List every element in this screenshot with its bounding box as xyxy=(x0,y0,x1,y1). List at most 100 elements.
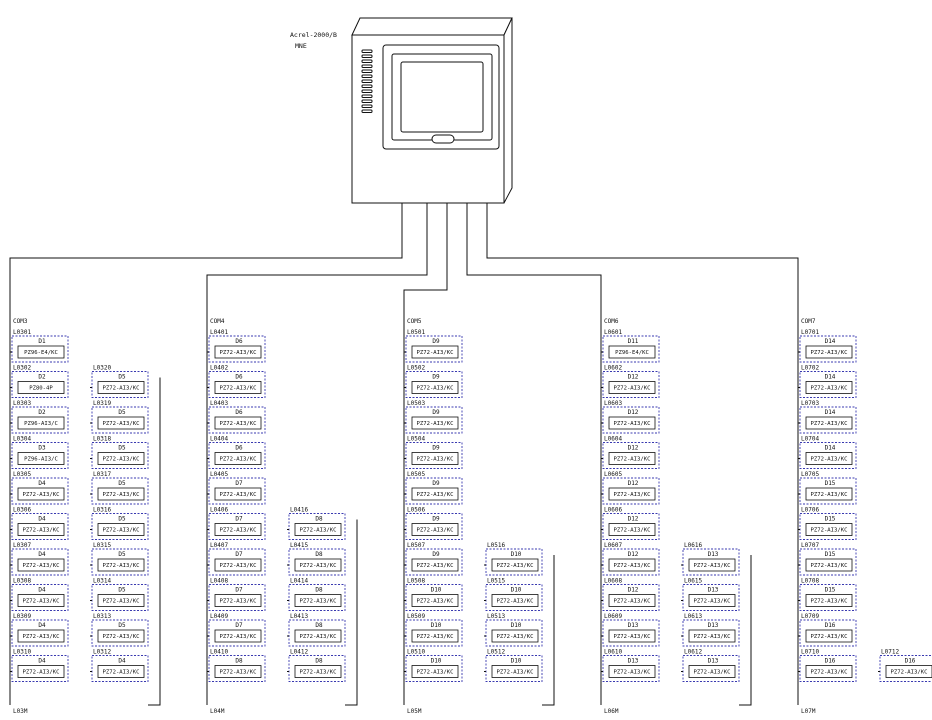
device-model: PZ72-AI3/KC xyxy=(219,670,256,676)
device-box xyxy=(294,665,342,678)
bus-port-label: COM6 xyxy=(604,318,619,325)
loop-id: L0416 xyxy=(290,507,308,514)
device-box xyxy=(17,452,65,465)
bus-group: COM7L0701D14PZ72-AI3/KCL0702D14PZ72-AI3/… xyxy=(798,318,932,715)
device-model: PZ72-AI3/KC xyxy=(22,599,59,605)
device-box xyxy=(608,594,656,607)
device-box xyxy=(688,594,736,607)
device-group-box xyxy=(208,655,266,682)
device-group-box xyxy=(405,619,463,647)
device-box xyxy=(491,629,539,643)
loop-id: L0407 xyxy=(210,542,228,549)
device-id: D9 xyxy=(432,409,440,416)
bus-group: COM6L0601D11PZ96-E4/KCL0602D12PZ72-AI3/K… xyxy=(601,318,752,715)
device-group-box xyxy=(602,548,660,576)
device-id: D9 xyxy=(432,374,440,381)
loop-id: L0309 xyxy=(13,613,31,620)
device-model: PZ72-AI3/KC xyxy=(219,492,256,498)
device-box xyxy=(214,594,262,607)
device-box xyxy=(608,345,656,359)
device-id: D4 xyxy=(38,480,46,487)
device-group-box xyxy=(11,335,69,363)
device-model: PZ72-AI3/KC xyxy=(810,457,847,463)
device-box xyxy=(805,523,853,536)
device-id: D12 xyxy=(628,551,639,558)
device-model: PZ80-4P xyxy=(29,386,53,392)
device-model: PZ72-AI3/KC xyxy=(22,492,59,498)
device-model: PZ72-AI3/KC xyxy=(416,599,453,605)
device-id: D8 xyxy=(235,658,243,665)
device-group-box xyxy=(11,584,69,611)
device-box xyxy=(17,558,65,572)
loop-id: L0609 xyxy=(604,613,622,620)
vent-slot xyxy=(361,79,373,83)
device-group-box xyxy=(405,442,463,469)
device-box xyxy=(17,381,65,394)
loop-id: L0502 xyxy=(407,365,425,372)
device-model: PZ72-AI3/KC xyxy=(613,670,650,676)
device-model: PZ72-AI3/KC xyxy=(613,634,650,640)
trunk-wires xyxy=(9,203,799,705)
device-group-box xyxy=(602,619,660,647)
device-box xyxy=(294,629,342,643)
loop-id: L0316 xyxy=(93,507,111,514)
device-id: D12 xyxy=(628,587,639,594)
device-id: D12 xyxy=(628,445,639,452)
device-group-box xyxy=(208,548,266,576)
device-model: PZ72-AI3/KC xyxy=(22,634,59,640)
loop-id: L0415 xyxy=(290,542,308,549)
loop-id: L0509 xyxy=(407,613,425,620)
device-box xyxy=(805,416,853,430)
device-model: PZ72-AI3/KC xyxy=(416,386,453,392)
device-group-box xyxy=(208,335,266,363)
device-model: PZ72-AI3/KC xyxy=(22,563,59,569)
device-id: D13 xyxy=(708,658,719,665)
device-id: D8 xyxy=(315,658,323,665)
device-group-box xyxy=(602,371,660,398)
device-id: D16 xyxy=(905,658,916,665)
device-model: PZ96-AI3/C xyxy=(24,421,58,427)
device-group-box xyxy=(602,584,660,611)
device-model: PZ72-AI3/KC xyxy=(810,386,847,392)
vent-slot xyxy=(361,99,373,103)
device-model: PZ96-E4/KC xyxy=(615,350,649,356)
branch-wire xyxy=(542,555,555,706)
device-id: D7 xyxy=(235,480,243,487)
device-group-box xyxy=(91,655,149,682)
loop-id: L0314 xyxy=(93,578,111,585)
device-id: D1 xyxy=(38,338,46,345)
vent-slot xyxy=(361,64,373,68)
device-box xyxy=(411,487,459,501)
device-id: D15 xyxy=(825,551,836,558)
device-box xyxy=(411,345,459,359)
branch-wire xyxy=(345,519,358,706)
loop-id: L0301 xyxy=(13,329,31,336)
device-id: D14 xyxy=(825,374,836,381)
loop-id: L0610 xyxy=(604,649,622,656)
loop-id: L0408 xyxy=(210,578,228,585)
device-model: PZ72-AI3/KC xyxy=(613,599,650,605)
device-id: D13 xyxy=(708,587,719,594)
device-model: PZ72-AI3/KC xyxy=(416,350,453,356)
device-model: PZ72-AI3/KC xyxy=(613,563,650,569)
device-model: PZ72-AI3/KC xyxy=(219,350,256,356)
device-group-box xyxy=(208,619,266,647)
loop-id: L0412 xyxy=(290,649,308,656)
device-group-box xyxy=(799,655,857,682)
device-group-box xyxy=(799,371,857,398)
